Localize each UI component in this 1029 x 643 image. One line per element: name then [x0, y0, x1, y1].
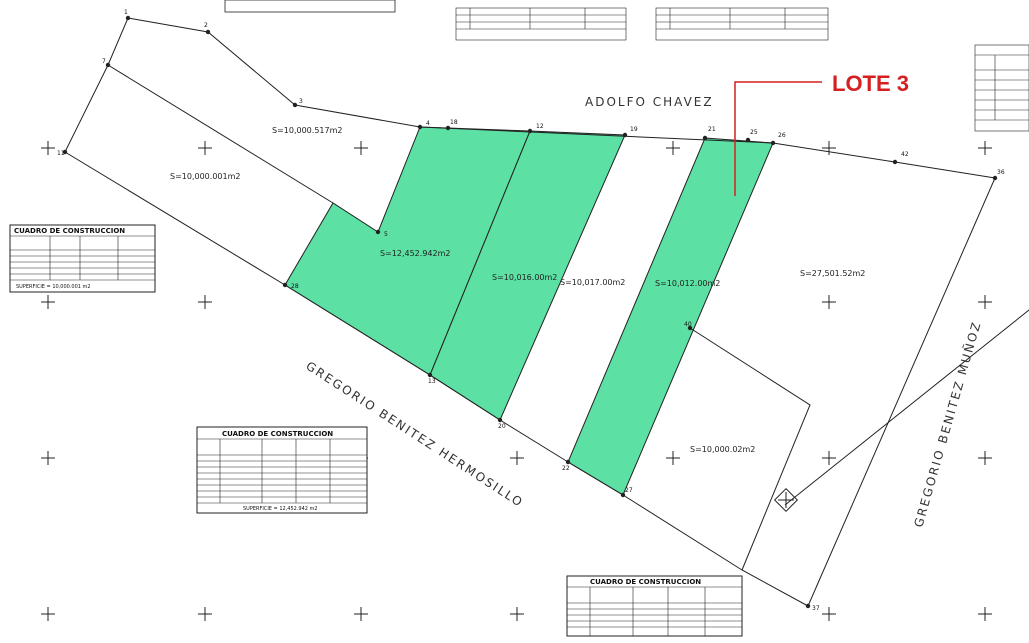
grid-cross [354, 607, 368, 621]
grid-cross [41, 451, 55, 465]
grid-cross [978, 451, 992, 465]
grid-cross [822, 141, 836, 155]
table-left-title: CUADRO DE CONSTRUCCION [14, 227, 125, 235]
survey-point-marker [770, 140, 776, 146]
grid-cross [978, 607, 992, 621]
survey-point-marker [805, 603, 811, 609]
grid-cross [822, 451, 836, 465]
table-center-title: CUADRO DE CONSTRUCCION [222, 430, 333, 438]
survey-point-marker [687, 325, 693, 331]
survey-point-marker [417, 124, 423, 130]
area-label-3: S=12,452.942m2 [380, 249, 450, 258]
grid-cross [198, 141, 212, 155]
table-left: CUADRO DE CONSTRUCCION SUPERFICIE = 10,0… [9, 224, 156, 293]
survey-point-marker [282, 282, 288, 288]
survey-point-marker [565, 459, 571, 465]
survey-point-marker [375, 229, 381, 235]
survey-point-marker [702, 135, 708, 141]
survey-point-marker [125, 15, 131, 21]
title-block-fragment [224, 0, 396, 13]
survey-point-label: 21 [708, 126, 716, 133]
survey-point-label: 37 [812, 605, 820, 612]
survey-point-marker [745, 137, 751, 143]
survey-point-label: 13 [428, 378, 436, 385]
grid-cross [822, 295, 836, 309]
survey-point-marker [527, 128, 533, 134]
survey-point-label: 3 [299, 98, 303, 105]
survey-point-marker [497, 417, 503, 423]
survey-point-marker [892, 159, 898, 165]
grid-cross [666, 451, 680, 465]
table-bottom-title: CUADRO DE CONSTRUCCION [590, 578, 701, 586]
area-label-8: S=10,000.02m2 [690, 445, 755, 454]
table-center-footer: SUPERFICIE = 12,452.942 m2 [243, 506, 318, 512]
survey-point-marker [205, 29, 211, 35]
survey-point-label: 2 [204, 22, 208, 29]
area-label-2: S=10,000.001m2 [170, 172, 240, 181]
table-left-footer: SUPERFICIE = 10,000.001 m2 [16, 284, 91, 290]
survey-point-label: 7 [102, 58, 106, 65]
survey-point-label: 20 [498, 423, 506, 430]
table-left-grid [10, 235, 155, 281]
callout-leader-line [734, 81, 822, 196]
survey-point-label: 25 [750, 129, 758, 136]
callout-label-lote-3: LOTE 3 [832, 71, 909, 96]
table-bottom: CUADRO DE CONSTRUCCION [566, 575, 743, 637]
grid-cross [666, 141, 680, 155]
table-edge-right [974, 44, 1029, 132]
survey-point-marker [105, 62, 111, 68]
survey-point-label: 4 [426, 120, 430, 127]
survey-point-label: 22 [562, 465, 570, 472]
road-label-north: ADOLFO CHAVEZ [585, 95, 714, 109]
grid-cross [41, 607, 55, 621]
table-bottom-grid [567, 586, 742, 636]
survey-marker-icon [773, 487, 799, 513]
table-top-right [655, 7, 829, 41]
survey-point-marker [992, 175, 998, 181]
survey-point-label: 12 [536, 123, 544, 130]
survey-point-label: 19 [630, 126, 638, 133]
area-label-4: S=10,016.00m2 [492, 273, 557, 282]
area-label-1: S=10,000.517m2 [272, 126, 342, 135]
grid-cross [978, 295, 992, 309]
survey-point-label: 27 [625, 487, 633, 494]
boundary-lines [64, 17, 1029, 607]
area-label-7: S=27,501.52m2 [800, 269, 865, 278]
survey-point-label: 28 [291, 283, 299, 290]
grid-cross [41, 141, 55, 155]
survey-point-label: 18 [450, 119, 458, 126]
survey-point-marker [292, 102, 298, 108]
survey-point-label: 42 [901, 151, 909, 158]
survey-point-label: 36 [997, 169, 1005, 176]
table-center-grid [197, 438, 367, 504]
area-label-5: S=10,017.00m2 [560, 278, 625, 287]
grid-cross [978, 141, 992, 155]
grid-cross [354, 141, 368, 155]
table-top-middle [455, 7, 627, 41]
survey-point-label: 1 [124, 9, 128, 16]
survey-point-marker [620, 492, 626, 498]
grid-cross [41, 295, 55, 309]
grid-cross [510, 451, 524, 465]
grid-cross [822, 607, 836, 621]
survey-point-marker [62, 149, 68, 155]
survey-point-label: 5 [384, 231, 388, 238]
survey-point-label: 11 [57, 150, 65, 157]
area-label-6: S=10,012.00m2 [655, 279, 720, 288]
survey-point-label: 40 [684, 321, 692, 328]
road-label-east: GREGORIO BENITEZ MUÑOZ [910, 319, 983, 529]
grid-cross [198, 607, 212, 621]
grid-cross [510, 607, 524, 621]
survey-point-marker [427, 372, 433, 378]
grid-cross [198, 295, 212, 309]
survey-point-marker [622, 132, 628, 138]
lots [284, 126, 774, 496]
survey-point-label: 26 [778, 132, 786, 139]
table-center: CUADRO DE CONSTRUCCION SUPERFICIE = 12,4… [196, 426, 368, 514]
survey-point-marker [445, 125, 451, 131]
